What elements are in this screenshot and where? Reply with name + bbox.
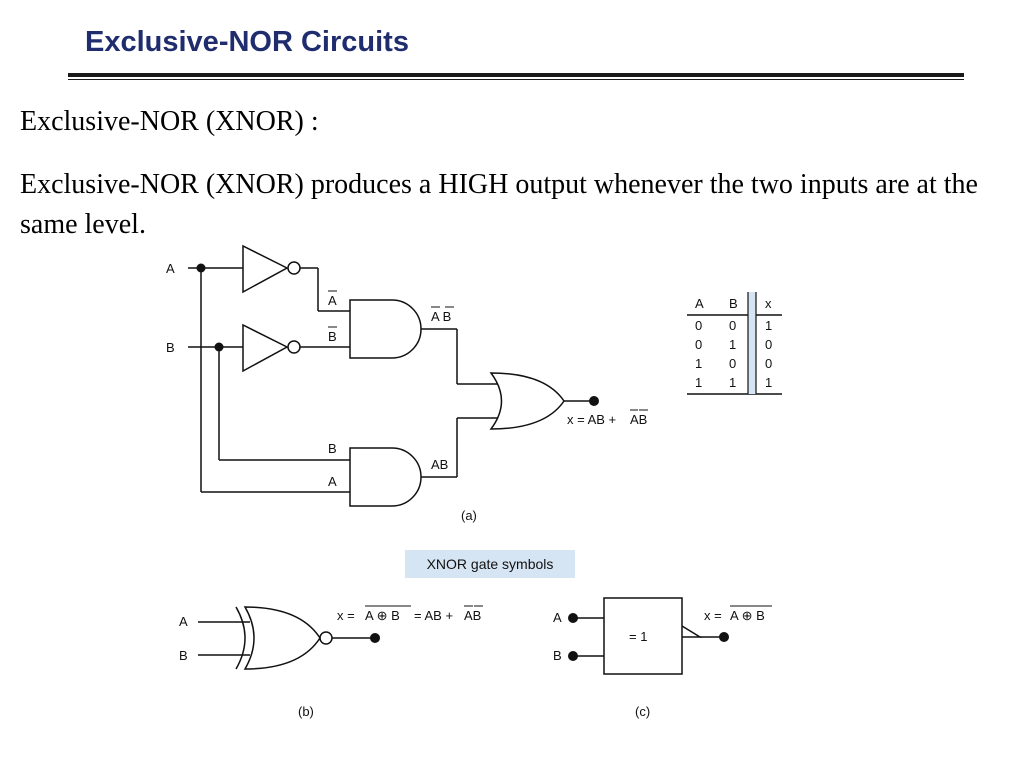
not-gate-a-bubble bbox=[287, 261, 301, 275]
caption-c: (c) bbox=[635, 704, 650, 719]
caption-a: (a) bbox=[461, 508, 477, 523]
label-and1-in-top: A bbox=[328, 293, 337, 308]
label-c-expr-prefix: x = bbox=[704, 608, 722, 623]
truth-table-cell: 1 bbox=[695, 356, 702, 371]
junction-dot-b bbox=[214, 342, 224, 352]
label-and2-in-bottom: A bbox=[328, 474, 337, 489]
label-input-a: A bbox=[166, 261, 175, 276]
xnor-gate-body bbox=[243, 606, 321, 670]
truth-table-cell: 0 bbox=[765, 356, 772, 371]
or-gate bbox=[489, 372, 565, 430]
truth-table-header-a: A bbox=[695, 296, 704, 311]
junction-dot-a bbox=[196, 263, 206, 273]
not-gate-a bbox=[242, 244, 289, 294]
output-dot-a bbox=[589, 396, 599, 406]
truth-table-cell: 0 bbox=[695, 318, 702, 333]
truth-table-cell: 0 bbox=[729, 356, 736, 371]
output-dot-b bbox=[370, 633, 380, 643]
truth-table-cell: 1 bbox=[695, 375, 702, 390]
not-gate-b bbox=[242, 323, 289, 373]
label-and1-out: A B bbox=[431, 309, 451, 324]
truth-table-cell: 0 bbox=[729, 318, 736, 333]
label-c-expr-over: A ⊕ B bbox=[730, 608, 765, 623]
and-gate-2 bbox=[349, 447, 422, 507]
xnor-symbols-caption: XNOR gate symbols bbox=[405, 550, 575, 578]
truth-table-cell: 1 bbox=[765, 318, 772, 333]
label-output-expr-over: AB bbox=[630, 412, 647, 427]
not-gate-b-bubble bbox=[287, 340, 301, 354]
label-b-expr-middle: = AB + bbox=[414, 608, 453, 623]
truth-table-cell: 0 bbox=[695, 337, 702, 352]
label-b-expr-over2: AB bbox=[464, 608, 481, 623]
truth-table-cell: 1 bbox=[765, 375, 772, 390]
truth-table-cell: 1 bbox=[729, 337, 736, 352]
caption-b: (b) bbox=[298, 704, 314, 719]
xnor-gate-extra-arc bbox=[235, 606, 246, 670]
title-rule-thin bbox=[68, 79, 964, 80]
input-dot-c-a bbox=[568, 613, 578, 623]
label-b-input-a: A bbox=[179, 614, 188, 629]
label-c-box: = 1 bbox=[629, 629, 647, 644]
and-gate-1 bbox=[349, 299, 422, 359]
truth-table-cell: 0 bbox=[765, 337, 772, 352]
slide-title: Exclusive-NOR Circuits bbox=[85, 26, 409, 58]
truth-table-divider-shade bbox=[748, 292, 756, 394]
xnor-description: Exclusive-NOR (XNOR) produces a HIGH out… bbox=[20, 169, 978, 240]
truth-table-header-x: x bbox=[765, 296, 772, 311]
iec-xnor-box bbox=[603, 597, 683, 675]
truth-table-header-b: B bbox=[729, 296, 738, 311]
label-output-expr: x = AB + bbox=[567, 412, 616, 427]
label-and1-in-bottom: B bbox=[328, 329, 337, 344]
label-b-expr-over1: A ⊕ B bbox=[365, 608, 400, 623]
input-dot-c-b bbox=[568, 651, 578, 661]
label-b-expr-prefix: x = bbox=[337, 608, 355, 623]
label-and2-in-top: B bbox=[328, 441, 337, 456]
label-c-input-a: A bbox=[553, 610, 562, 625]
title-rule-thick bbox=[68, 73, 964, 77]
output-dot-c bbox=[719, 632, 729, 642]
xnor-gate-bubble bbox=[319, 631, 333, 645]
xnor-heading: Exclusive-NOR (XNOR) : bbox=[20, 106, 319, 137]
label-and2-out: AB bbox=[431, 457, 448, 472]
label-c-input-b: B bbox=[553, 648, 562, 663]
truth-table-cell: 1 bbox=[729, 375, 736, 390]
label-input-b: B bbox=[166, 340, 175, 355]
label-b-input-b: B bbox=[179, 648, 188, 663]
